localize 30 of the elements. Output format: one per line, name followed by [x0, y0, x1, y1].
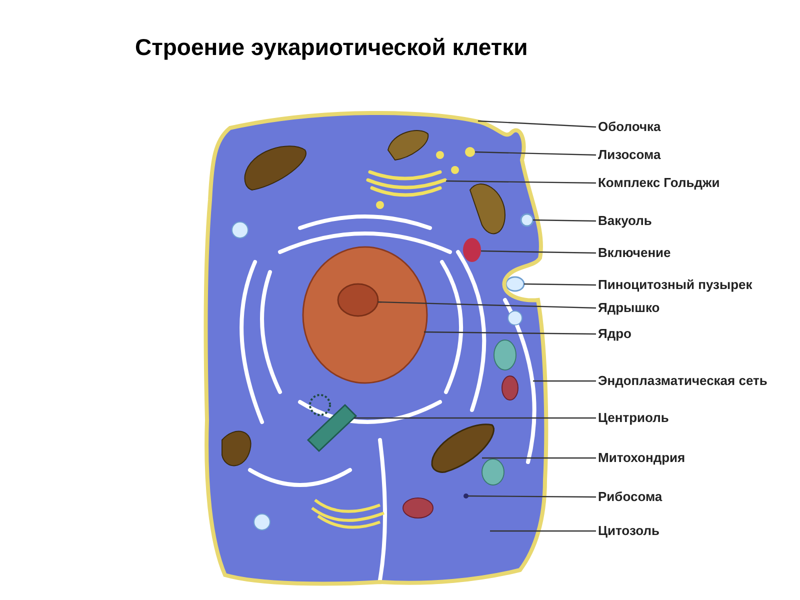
nucleolus — [337, 283, 379, 317]
leader-line — [490, 530, 596, 532]
leader-line — [533, 380, 596, 382]
leader-line — [378, 301, 596, 309]
part-label: Митохондрия — [598, 450, 686, 466]
endoplasmic-reticulum — [240, 214, 536, 582]
leader-line — [480, 250, 596, 254]
part-label: Вакуоль — [598, 213, 652, 229]
part-label: Включение — [598, 245, 671, 261]
leader-line — [478, 120, 596, 128]
part-label: Оболочка — [598, 119, 661, 135]
leader-line — [474, 151, 596, 156]
leader-line — [468, 495, 596, 498]
part-label: Лизосома — [598, 147, 661, 163]
title: Строение эукариотической клетки — [135, 33, 528, 62]
leader-line — [446, 180, 596, 184]
leader-line — [532, 219, 596, 222]
leader-line — [424, 331, 596, 335]
part-label: Центриоль — [598, 410, 669, 426]
part-label: Комплекс Гольджи — [598, 175, 720, 191]
centriole — [306, 404, 358, 452]
part-label: Пиноцитозный пузырек — [598, 277, 752, 293]
part-label: Ядро — [598, 326, 632, 342]
part-label: Рибосома — [598, 489, 662, 505]
leader-line — [482, 457, 596, 459]
leader-line — [354, 417, 596, 419]
part-label: Цитозоль — [598, 523, 660, 539]
part-label: Ядрышко — [598, 300, 660, 316]
part-label: Эндоплазматическая сеть — [598, 373, 768, 389]
leader-line — [524, 283, 596, 286]
